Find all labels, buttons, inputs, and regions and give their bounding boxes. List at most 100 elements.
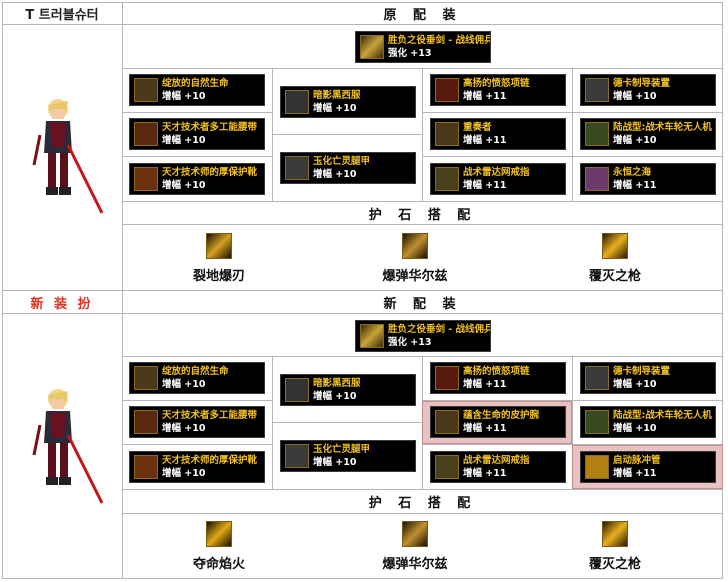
equipment-card[interactable]: 启动脉冲管增幅 +11 [580, 451, 716, 483]
item-stat: 增幅 +10 [313, 457, 357, 468]
talisman-slot[interactable]: 爆弹华尔兹 [365, 233, 465, 284]
talisman-fire-icon [206, 521, 232, 547]
weapon-card[interactable]: 胜负之役垂剑 - 战线佣兵强化 +13 [355, 320, 491, 352]
item-stat: 增幅 +10 [162, 423, 206, 434]
boots-icon [134, 167, 158, 191]
talisman-gun-icon [602, 521, 628, 547]
equipment-card[interactable]: 永恒之海增幅 +11 [580, 163, 716, 195]
necklace-icon [435, 366, 459, 390]
item-name: 重奏者 [463, 122, 492, 133]
equipment-card[interactable]: 战术雷达网戒指增幅 +11 [430, 163, 566, 195]
item-stat: 增幅 +11 [613, 180, 657, 191]
armor-top-icon [134, 78, 158, 102]
item-stat: 增幅 +10 [613, 135, 657, 146]
talisman-slot[interactable]: 覆灭之枪 [565, 521, 665, 572]
weapon-card[interactable]: 胜负之役垂剑 - 战线佣兵强化 +13 [355, 31, 491, 63]
item-stat: 增幅 +10 [162, 379, 206, 390]
equipment-card[interactable]: 高扬的愤怒项链增幅 +11 [430, 74, 566, 106]
character-class-label: T 트러블슈터 [25, 7, 99, 23]
item-name: 启动脉冲管 [613, 455, 661, 466]
talisman-slot[interactable]: 裂地爆刃 [169, 233, 269, 284]
item-stat: 增幅 +10 [613, 91, 657, 102]
equipment-card[interactable]: 暗影黑西服增幅 +10 [280, 374, 416, 406]
equipment-card[interactable]: 天才技术者多工能腰带增幅 +10 [129, 118, 265, 150]
equipment-card[interactable]: 玉化亡灵腿甲增幅 +10 [280, 152, 416, 184]
pants-icon [285, 444, 309, 468]
item-name: 绽放的自然生命 [162, 366, 229, 377]
talisman-name: 裂地爆刃 [192, 269, 245, 284]
equipment-card[interactable]: 德卡制导装置增幅 +10 [580, 74, 716, 106]
item-name: 天才技术师的厚保护靴 [162, 455, 258, 466]
equipment-card[interactable]: 高扬的愤怒项链增幅 +11 [430, 362, 566, 394]
talisman-slot[interactable]: 夺命焰火 [169, 521, 269, 572]
character-sprite [32, 99, 104, 214]
talisman-slot[interactable]: 爆弹华尔兹 [365, 521, 465, 572]
pants-icon [285, 156, 309, 180]
item-name: 战术雷达网戒指 [463, 167, 530, 178]
equipment-card[interactable]: 绽放的自然生命增幅 +10 [129, 362, 265, 394]
item-name: 暗影黑西服 [313, 378, 361, 389]
belt-icon [134, 410, 158, 434]
character-sprite [32, 389, 104, 504]
item-stat: 增幅 +10 [162, 180, 206, 191]
earring-icon [585, 455, 609, 479]
item-name: 天才技术者多工能腰带 [162, 410, 258, 421]
equipment-card[interactable]: 天才技术师的厚保护靴增幅 +10 [129, 451, 265, 483]
item-stat: 增幅 +11 [463, 379, 507, 390]
item-name: 高扬的愤怒项链 [463, 78, 530, 89]
equipment-card[interactable]: 绽放的自然生命增幅 +10 [129, 74, 265, 106]
item-stat: 强化 +13 [388, 337, 432, 348]
row-divider [272, 134, 422, 135]
row-divider [422, 444, 723, 445]
drone-icon [585, 122, 609, 146]
equipment-card[interactable]: 重奏者增幅 +11 [430, 118, 566, 150]
row-divider [122, 489, 723, 490]
talisman-blade-icon [206, 233, 232, 259]
equipment-card[interactable]: 陆战型:战术车轮无人机增幅 +10 [580, 406, 716, 438]
row-divider [422, 156, 723, 157]
shoulder-icon [285, 90, 309, 114]
equipment-card[interactable]: 陆战型:战术车轮无人机增幅 +10 [580, 118, 716, 150]
talisman-name: 覆灭之枪 [588, 557, 641, 572]
row-divider [2, 313, 723, 314]
row-divider [122, 224, 723, 225]
new-outfit-label: 新 装 扮 [30, 296, 94, 312]
equipment-card[interactable]: 玉化亡灵腿甲增幅 +10 [280, 440, 416, 472]
necklace-icon [435, 78, 459, 102]
item-name: 陆战型:战术车轮无人机 [613, 122, 712, 133]
item-stat: 增幅 +11 [463, 180, 507, 191]
item-stat: 增幅 +10 [613, 423, 657, 434]
row-divider [272, 422, 422, 423]
item-name: 绽放的自然生命 [162, 78, 229, 89]
talisman-header: 护 石 搭 配 [368, 207, 477, 223]
item-name: 德卡制导装置 [613, 366, 671, 377]
device-icon [585, 366, 609, 390]
device-icon [585, 78, 609, 102]
item-name: 陆战型:战术车轮无人机 [613, 410, 712, 421]
item-name: 玉化亡灵腿甲 [313, 444, 371, 455]
talisman-slot[interactable]: 覆灭之枪 [565, 233, 665, 284]
equipment-card[interactable]: 德卡制导装置增幅 +10 [580, 362, 716, 394]
item-name: 玉化亡灵腿甲 [313, 156, 371, 167]
item-stat: 增幅 +10 [313, 103, 357, 114]
bracelet-icon [435, 122, 459, 146]
item-name: 德卡制导装置 [613, 78, 671, 89]
equipment-card[interactable]: 暗影黑西服增幅 +10 [280, 86, 416, 118]
row-divider [422, 112, 723, 113]
section-header-new: 新 配 装 [383, 296, 462, 312]
sword-icon [360, 324, 384, 348]
item-name: 永恒之海 [613, 167, 652, 178]
item-name: 天才技术者多工能腰带 [162, 122, 258, 133]
sword-icon [360, 35, 384, 59]
item-stat: 增幅 +11 [463, 468, 507, 479]
talisman-name: 夺命焰火 [192, 557, 245, 572]
row-divider [122, 513, 723, 514]
equipment-card[interactable]: 蕴含生命的皮护腕增幅 +11 [430, 406, 566, 438]
talisman-bomb-icon [402, 521, 428, 547]
equipment-card[interactable]: 天才技术师的厚保护靴增幅 +10 [129, 163, 265, 195]
bracelet-icon [435, 410, 459, 434]
item-name: 战术雷达网戒指 [463, 455, 530, 466]
equipment-card[interactable]: 天才技术者多工能腰带增幅 +10 [129, 406, 265, 438]
item-name: 胜负之役垂剑 - 战线佣兵 [388, 35, 490, 46]
equipment-card[interactable]: 战术雷达网戒指增幅 +11 [430, 451, 566, 483]
